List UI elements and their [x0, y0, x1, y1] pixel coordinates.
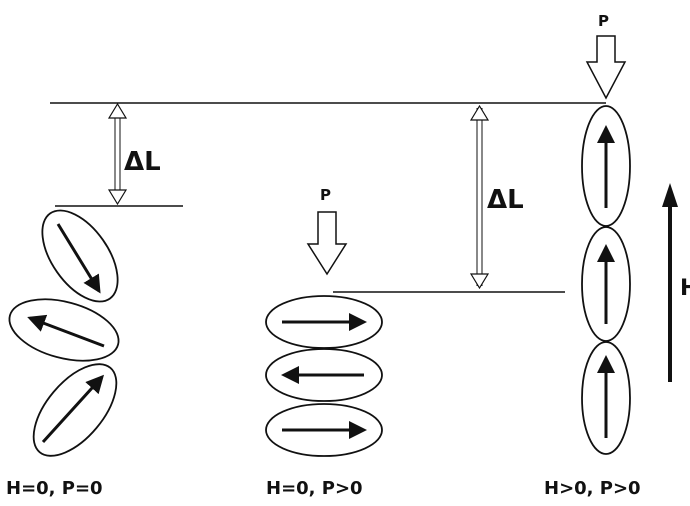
delta-l-left-dimension [107, 102, 128, 206]
delta-l-left-label: ΔL [124, 147, 161, 177]
state-label-middle: H=0, P>0 [266, 478, 363, 499]
state-label-left: H=0, P=0 [6, 478, 103, 499]
middle-particle-top [265, 295, 383, 349]
left-particle-top [41, 209, 119, 303]
pressure-arrow-right-icon [585, 35, 627, 100]
state-label-right: H>0, P>0 [544, 478, 641, 499]
middle-particle-stack [265, 295, 383, 457]
p-middle-label: P [320, 186, 331, 204]
right-particle-middle [581, 226, 631, 342]
field-label: H [680, 276, 690, 301]
field-arrow-icon [662, 183, 678, 382]
right-particle-top [581, 105, 631, 227]
left-particle-middle [8, 298, 120, 362]
arrow-down-right-icon [56, 223, 101, 294]
arrow-left-icon [27, 314, 105, 348]
left-particle-stack [8, 209, 120, 457]
right-particle-bottom [581, 341, 631, 455]
right-particle-stack [581, 105, 631, 455]
p-right-label: P [598, 12, 609, 30]
middle-particle-bottom [265, 403, 383, 457]
pressure-arrow-middle-icon [306, 211, 348, 276]
middle-particle-middle [265, 348, 383, 402]
delta-l-right-label: ΔL [487, 185, 524, 215]
left-particle-bottom [32, 363, 118, 457]
delta-l-right-dimension [469, 104, 490, 290]
arrow-up-right-icon [41, 374, 105, 444]
